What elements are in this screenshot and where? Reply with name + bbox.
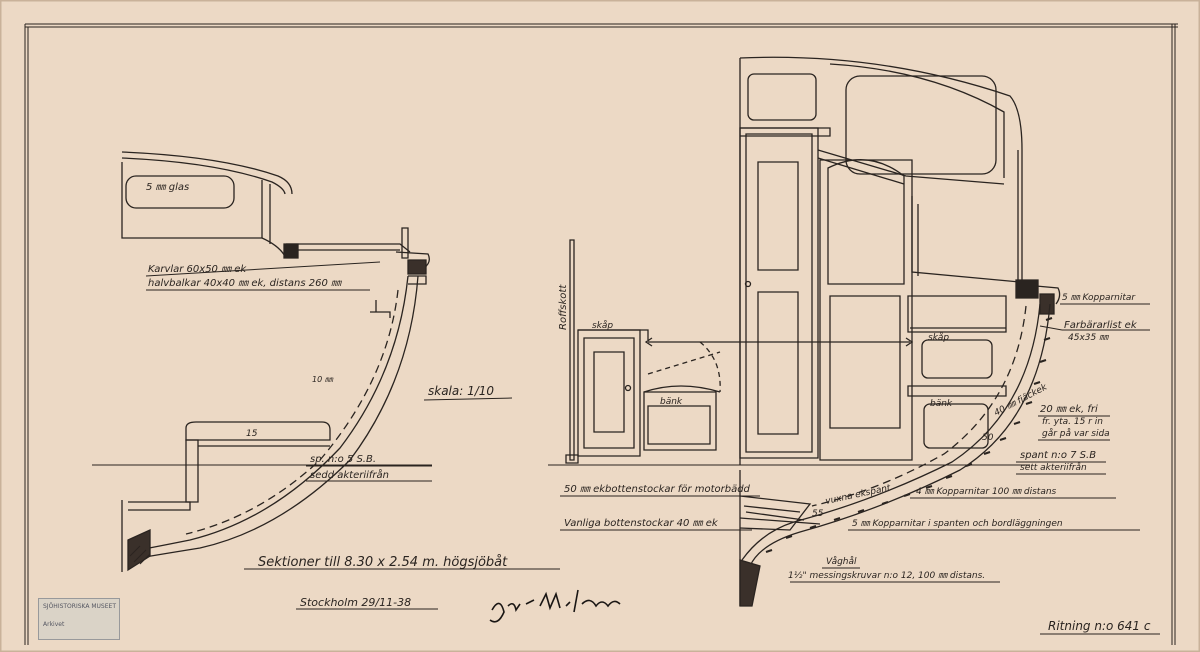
- border-frame: [25, 24, 1178, 645]
- fifty-label: 50: [982, 433, 994, 443]
- ten-mm-label: 10 ㎜: [312, 375, 334, 384]
- ek-fri-label-1: 20 ㎜ ek, fri: [1040, 404, 1098, 415]
- koppar-top-label: 5 ㎜ Kopparnitar: [1062, 293, 1136, 303]
- kopparnitar-spant-label: 5 ㎜ Kopparnitar i spanten och bordläggni…: [852, 519, 1063, 529]
- ek-fri-label-3: går på var sida: [1042, 428, 1110, 439]
- drawing-title: Sektioner till 8.30 x 2.54 m. högsjöbåt: [258, 555, 508, 570]
- signature: [490, 590, 620, 622]
- messing-label: 1½" messingskruvar n:o 12, 100 ㎜ distans…: [788, 571, 985, 581]
- archive-stamp: SJÖHISTORISKA MUSEET Arkivet: [38, 598, 120, 640]
- farbar-label-1: Farbärarlist ek: [1064, 320, 1138, 331]
- fiftyfive-label: 55: [812, 509, 824, 519]
- roffskott-label: Roffskott: [558, 284, 569, 330]
- left-keel-hatching: [130, 546, 150, 564]
- sp-label: sp. n:o 5 S.B.: [310, 454, 376, 465]
- farbar-label-2: 45x35 ㎜: [1068, 333, 1109, 343]
- ek-fri-label-2: fr. yta. 15 r in: [1042, 417, 1103, 427]
- drawing-number: Ritning n:o 641 c: [1048, 619, 1151, 633]
- karvlar-label: Karvlar 60x50 ㎜ ek: [148, 264, 247, 275]
- glass-label: 5 ㎜ glas: [146, 182, 189, 193]
- right-hull-section: [548, 57, 1060, 606]
- bank-right-label: bänk: [930, 399, 953, 409]
- bottenstockar-motor-label: 50 ㎜ ekbottenstockar för motorbädd: [564, 484, 751, 495]
- vaghal-label: Våghål: [826, 556, 857, 567]
- left-hull-section: [92, 152, 432, 572]
- scale-label: skala: 1/10: [428, 384, 494, 398]
- planking-marks: [766, 318, 1052, 552]
- sedd-label: sedd akteriifrån: [310, 468, 389, 481]
- bank-left-label: bänk: [660, 397, 683, 407]
- vanliga-label: Vanliga bottenstockar 40 ㎜ ek: [564, 518, 719, 529]
- skap-right-label: skåp: [928, 332, 949, 343]
- spant-label-1: spant n:o 7 S.B: [1020, 450, 1096, 461]
- halvbalkar-label: halvbalkar 40x40 ㎜ ek, distans 260 ㎜: [148, 278, 342, 289]
- place-date: Stockholm 29/11-38: [300, 596, 411, 609]
- stamp-line-1: SJÖHISTORISKA MUSEET: [43, 603, 116, 610]
- stamp-line-2: Arkivet: [43, 621, 65, 628]
- spant-label-2: sett akteriifrån: [1020, 462, 1087, 473]
- skap-left-label: skåp: [592, 320, 613, 331]
- fifteen-label: 15: [246, 429, 258, 439]
- kopparnitar-100-label: 4 ㎜ Kopparnitar 100 ㎜ distans: [916, 487, 1057, 497]
